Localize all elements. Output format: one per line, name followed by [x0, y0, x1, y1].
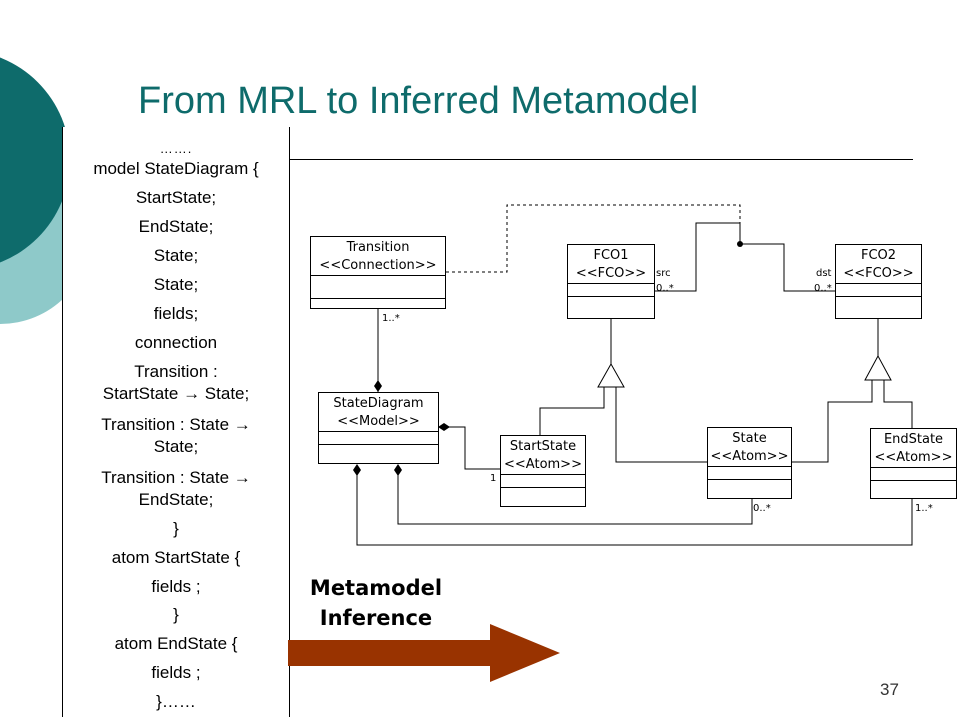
class-endstate: EndState <<Atom>> [870, 428, 957, 499]
endstate-composition-line [356, 470, 913, 546]
metamodel-inference-label: Metamodel Inference [296, 573, 456, 633]
code-line: StartState; [135, 188, 217, 207]
class-name: StartState [509, 439, 577, 454]
inference-arrow [288, 624, 560, 682]
code-line: ……. [159, 141, 193, 156]
startstate-multiplicity-label: 1 [490, 473, 497, 484]
connection-association-line [446, 204, 741, 273]
class-transition: Transition <<Connection>> [310, 236, 446, 309]
code-line: State; [153, 437, 199, 456]
class-attributes [568, 284, 654, 297]
code-line: StartState → State; [102, 384, 250, 403]
code-line: connection [134, 333, 218, 352]
code-line: fields ; [151, 577, 201, 596]
class-stereotype: <<FCO>> [575, 266, 647, 281]
association-junction [737, 241, 743, 247]
code-line: fields ; [151, 663, 201, 682]
class-stereotype: <<Model>> [337, 414, 420, 429]
mrl-code-listing: ……. model StateDiagram { StartState; End… [62, 127, 290, 717]
class-attributes [319, 432, 438, 445]
state-inheritance-fco1-line [615, 387, 707, 463]
class-stereotype: <<Connection>> [319, 258, 437, 273]
code-line: EndState; [138, 490, 214, 509]
code-line: State; [153, 246, 199, 265]
code-line: } [173, 519, 179, 538]
src-multiplicity-label: 0..* [656, 283, 674, 294]
class-fco2: FCO2 <<FCO>> [835, 244, 922, 319]
class-attributes [836, 284, 921, 297]
composition-diamond [374, 380, 382, 392]
code-line: model StateDiagram { [93, 159, 259, 178]
class-name: Transition [346, 240, 410, 255]
state-inheritance-fco2-line [791, 380, 873, 463]
class-stereotype: <<Atom>> [710, 449, 789, 464]
inheritance-triangle [864, 354, 892, 381]
code-line: fields; [153, 304, 199, 323]
page-number: 37 [880, 680, 899, 699]
dst-role-label: dst [816, 268, 832, 279]
inference-label-line2: Inference [319, 606, 433, 630]
code-line: Transition : State → [101, 468, 251, 487]
class-fco1: FCO1 <<FCO>> [567, 244, 655, 319]
src-role-label: src [656, 268, 671, 279]
class-stereotype: <<FCO>> [843, 266, 914, 281]
class-name: EndState [883, 432, 944, 447]
class-attributes [311, 276, 445, 299]
code-line: EndState; [138, 217, 214, 236]
composition-diamond [438, 423, 450, 431]
code-line: } [173, 605, 179, 624]
class-name: FCO1 [593, 248, 629, 263]
code-line: atom StartState { [111, 548, 241, 567]
class-stereotype: <<Atom>> [504, 457, 582, 472]
code-line: }…… [156, 692, 196, 711]
dark-circle-decoration [0, 57, 70, 263]
inheritance-triangle [597, 362, 625, 388]
startstate-composition-line [438, 426, 500, 470]
class-name: State [732, 431, 767, 446]
composition-diamond [353, 464, 361, 476]
class-name: FCO2 [860, 248, 897, 263]
class-attributes [708, 467, 791, 480]
class-state: State <<Atom>> [707, 427, 792, 499]
class-attributes [871, 468, 956, 481]
transition-multiplicity-label: 1..* [382, 313, 400, 324]
inference-label-line1: Metamodel [309, 576, 443, 600]
state-multiplicity-label: 0..* [753, 503, 771, 514]
class-statediagram: StateDiagram <<Model>> [318, 392, 439, 464]
code-line: Transition : State → [101, 415, 251, 434]
dst-multiplicity-label: 0..* [814, 283, 832, 294]
title-underline [70, 159, 913, 160]
right-arrow-icon [288, 624, 560, 682]
endstate-multiplicity-label: 1..* [915, 503, 933, 514]
code-line: atom EndState { [114, 634, 238, 653]
state-composition-line [397, 470, 753, 525]
class-stereotype: <<Atom>> [874, 450, 953, 465]
src-dst-association-line [654, 222, 836, 292]
composition-diamond [394, 464, 402, 476]
class-attributes [501, 475, 585, 488]
slide-title: From MRL to Inferred Metamodel [138, 80, 699, 122]
code-line: Transition : [134, 362, 218, 381]
code-line: State; [153, 275, 199, 294]
class-name: StateDiagram [333, 396, 424, 411]
startstate-inheritance-line [539, 387, 605, 435]
endstate-inheritance-line [883, 380, 913, 428]
class-startstate: StartState <<Atom>> [500, 435, 586, 507]
